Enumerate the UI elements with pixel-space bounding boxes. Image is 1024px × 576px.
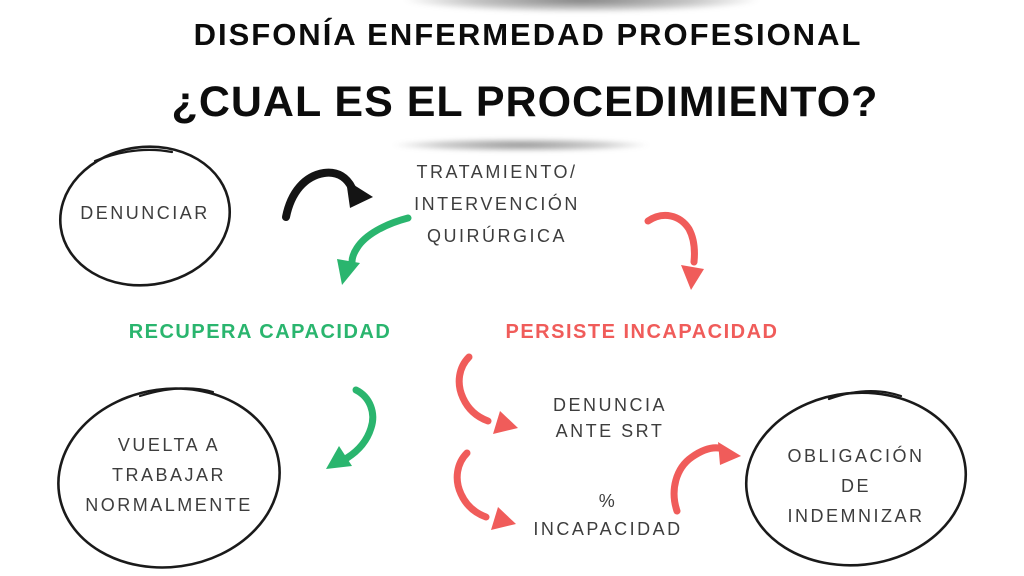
node-porcentaje-line: %: [598, 491, 618, 511]
node-obligacion-line: DE: [840, 476, 871, 496]
node-tratamiento-line: TRATAMIENTO/: [416, 162, 578, 182]
node-porcentaje-incapacidad: % INCAPACIDAD: [528, 487, 688, 543]
node-vuelta-line: VUELTA A: [117, 435, 221, 455]
red-curved-arrow-denuncia-icon: [455, 353, 518, 434]
node-vuelta-line: NORMALMENTE: [85, 495, 253, 515]
node-tratamiento-line: INTERVENCIÓN: [414, 194, 580, 214]
node-vuelta-line: TRABAJAR: [111, 465, 227, 485]
label-persiste-incapacidad: PERSISTE INCAPACIDAD: [505, 321, 779, 343]
banner-shadow-top: [333, 0, 830, 18]
page-subtitle: ¿CUAL ES EL PROCEDIMIENTO?: [171, 78, 879, 126]
red-curved-arrow-incapacidad-icon: [453, 449, 516, 530]
node-vuelta-trabajar: VUELTA A TRABAJAR NORMALMENTE: [64, 430, 274, 520]
red-curved-arrow-top-icon: [644, 211, 704, 290]
green-curved-arrow-mid-icon: [326, 386, 377, 469]
node-obligacion-line: OBLIGACIÓN: [787, 446, 925, 466]
page-title: DISFONÍA ENFERMEDAD PROFESIONAL: [193, 17, 863, 52]
node-denuncia-srt-line: DENUNCIA: [552, 395, 667, 415]
node-obligacion-line: INDEMNIZAR: [787, 506, 925, 526]
node-obligacion-indemnizar: OBLIGACIÓN DE INDEMNIZAR: [751, 441, 961, 531]
node-tratamiento: TRATAMIENTO/ INTERVENCIÓN QUIRÚRGICA: [397, 156, 597, 252]
node-denuncia-ante-srt: DENUNCIA ANTE SRT: [535, 392, 685, 444]
label-recupera-capacidad: RECUPERA CAPACIDAD: [128, 321, 392, 343]
node-denunciar: DENUNCIAR: [55, 200, 235, 226]
black-curved-arrow-icon: [282, 168, 373, 221]
node-porcentaje-line: INCAPACIDAD: [533, 519, 683, 539]
banner-shadow-bottom: [346, 134, 696, 156]
node-tratamiento-line: QUIRÚRGICA: [426, 226, 567, 246]
node-denunciar-label: DENUNCIAR: [80, 203, 210, 223]
node-denuncia-srt-line: ANTE SRT: [555, 421, 665, 441]
